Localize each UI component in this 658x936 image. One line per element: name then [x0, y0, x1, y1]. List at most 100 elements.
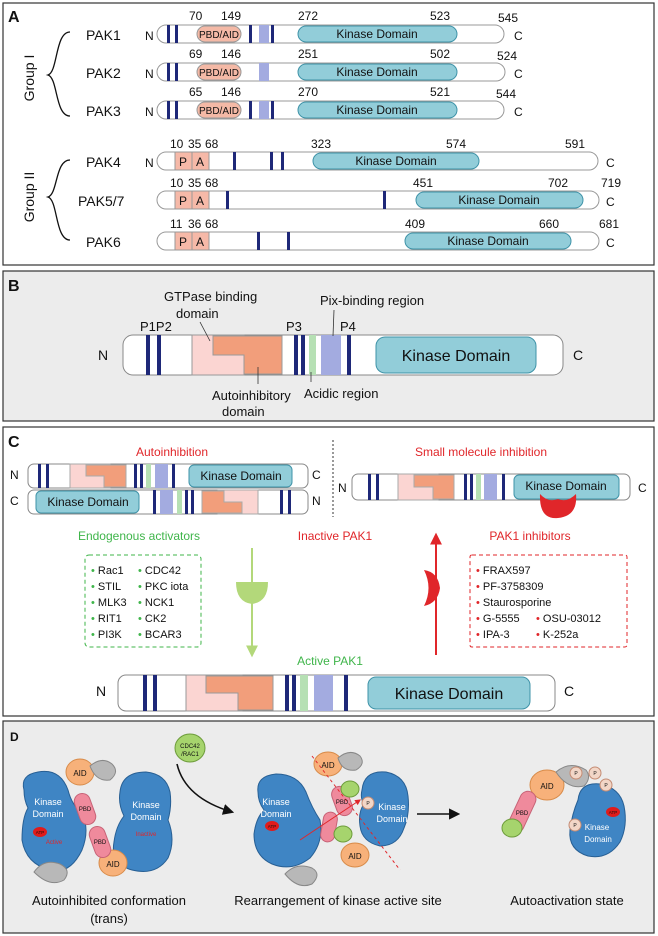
pos-2: 35 — [188, 137, 202, 151]
pos-start-kinase: 409 — [405, 217, 425, 231]
n-terminus: N — [145, 67, 154, 81]
pos-3: 68 — [205, 176, 219, 190]
n-terminus: N — [98, 347, 108, 363]
svg-text:• NCK1: • NCK1 — [138, 597, 174, 609]
kinase-label-2: Domain — [584, 835, 612, 844]
activator: BCAR3 — [145, 629, 182, 641]
pos-end-pbd: 149 — [221, 9, 241, 23]
c-terminus: C — [10, 494, 19, 508]
a-box: A — [196, 155, 204, 169]
svg-text:• PI3K: • PI3K — [91, 629, 122, 641]
c-terminus: C — [606, 236, 615, 250]
kinase-label: Kinase Domain — [336, 103, 417, 117]
cdc-label-2: /RAC1 — [181, 752, 199, 758]
n-terminus: N — [145, 156, 154, 170]
group-1-brace — [45, 31, 71, 117]
svg-text:• CK2: • CK2 — [138, 613, 166, 625]
pos-1: 11 — [170, 217, 183, 231]
inhibitor: OSU-03012 — [543, 613, 601, 625]
pos-end-kinase: 502 — [430, 47, 450, 61]
p-box: P — [179, 194, 187, 208]
pos-end-kinase: 521 — [430, 85, 450, 99]
pos-end: 681 — [599, 217, 619, 231]
endogenous-title: Endogenous activators — [78, 529, 200, 543]
caption-autoactivation: Autoactivation state — [510, 893, 623, 908]
activator: RIT1 — [98, 613, 122, 625]
pos-start-kinase: 451 — [413, 176, 433, 190]
svg-text:• FRAX597: • FRAX597 — [476, 565, 531, 577]
activators-right-list: • CDC42 • PKC iota • NCK1 • CK2 • BCAR3 — [138, 565, 189, 641]
kinase-label: Kinase Domain — [402, 348, 511, 365]
svg-text:• PKC iota: • PKC iota — [138, 581, 189, 593]
inhibitor: PF-3758309 — [483, 581, 544, 593]
svg-text:• Staurosporine: • Staurosporine — [476, 597, 551, 609]
svg-text:• Rac1: • Rac1 — [91, 565, 124, 577]
pbd-label: PBD — [79, 807, 92, 813]
group-2-brace — [45, 159, 71, 241]
c-terminus: C — [514, 29, 523, 43]
pos-end: 545 — [498, 11, 518, 25]
pak4-row: PAK4 N P A Kinase Domain C 10 35 68 323 … — [86, 137, 615, 171]
autoinhibition-title: Autoinhibition — [136, 445, 208, 459]
active-label: Active PAK1 — [297, 654, 363, 668]
a-box: A — [196, 194, 204, 208]
activator: PKC iota — [145, 581, 189, 593]
n-terminus: N — [10, 468, 19, 482]
inhibitors-title: PAK1 inhibitors — [489, 529, 570, 543]
kinase-label-2: Domain — [376, 814, 407, 824]
p1p2-label: P1P2 — [140, 319, 172, 334]
inhibitor: FRAX597 — [483, 565, 531, 577]
small-molecule-title: Small molecule inhibition — [415, 445, 547, 459]
activator: STIL — [98, 581, 121, 593]
inactive-label: Inactive PAK1 — [298, 529, 373, 543]
activator: CDC42 — [145, 565, 181, 577]
activator: PI3K — [98, 629, 123, 641]
rearrangement-dimer: AID AID PBD P Kinase Domain Kinase Domai… — [253, 751, 409, 887]
panel-d-letter: D — [10, 730, 19, 744]
pos-end: 591 — [565, 137, 585, 151]
c-terminus: C — [638, 481, 647, 495]
pos-start-pbd: 70 — [189, 9, 203, 23]
pos-end: 544 — [496, 87, 516, 101]
svg-text:• IPA-3: • IPA-3 — [476, 629, 510, 641]
kinase-label: Kinase Domain — [336, 65, 417, 79]
svg-text:• STIL: • STIL — [91, 581, 121, 593]
active-label: Active — [46, 840, 63, 846]
pos-end-kinase: 574 — [446, 137, 466, 151]
p3-label: P3 — [286, 319, 302, 334]
row-name: PAK1 — [86, 27, 121, 43]
kinase-label-1: Kinase — [34, 797, 62, 807]
pos-start-kinase: 272 — [298, 9, 318, 23]
activators-box — [84, 554, 202, 648]
activator: NCK1 — [145, 597, 174, 609]
svg-text:• G-5555: • G-5555 — [476, 613, 520, 625]
transition-arrow-1 — [176, 763, 235, 815]
inhibitor-drug-shape — [539, 494, 577, 519]
aid-label: AID — [73, 769, 87, 778]
kinase-label: Kinase Domain — [525, 479, 606, 493]
p-label: P — [366, 801, 370, 807]
pos-start-kinase: 323 — [311, 137, 331, 151]
kinase-label-1: Kinase — [378, 802, 406, 812]
aid-label: AID — [106, 860, 120, 869]
inactive-label: Inactive — [136, 832, 157, 838]
pos-end: 524 — [497, 49, 517, 63]
caption-autoinhibited-2: (trans) — [90, 911, 128, 926]
kinase-label: Kinase Domain — [355, 154, 436, 168]
activator: MLK3 — [98, 597, 127, 609]
autoinhib-label-2: domain — [222, 404, 265, 419]
n-terminus: N — [338, 481, 347, 495]
inhibitor: G-5555 — [483, 613, 520, 625]
atp-label: ATP — [268, 824, 276, 829]
pos-start-pbd: 65 — [189, 85, 203, 99]
row-name: PAK2 — [86, 65, 121, 81]
n-terminus: N — [145, 105, 154, 119]
inhibitors-box — [469, 554, 628, 648]
pbd-aid-label: PBD/AID — [199, 30, 239, 41]
pos-end-pbd: 146 — [221, 85, 241, 99]
kinase-label-1: Kinase — [262, 797, 290, 807]
pos-end-kinase: 660 — [539, 217, 559, 231]
c-terminus: C — [514, 105, 523, 119]
svg-text:• PF-3758309: • PF-3758309 — [476, 581, 543, 593]
